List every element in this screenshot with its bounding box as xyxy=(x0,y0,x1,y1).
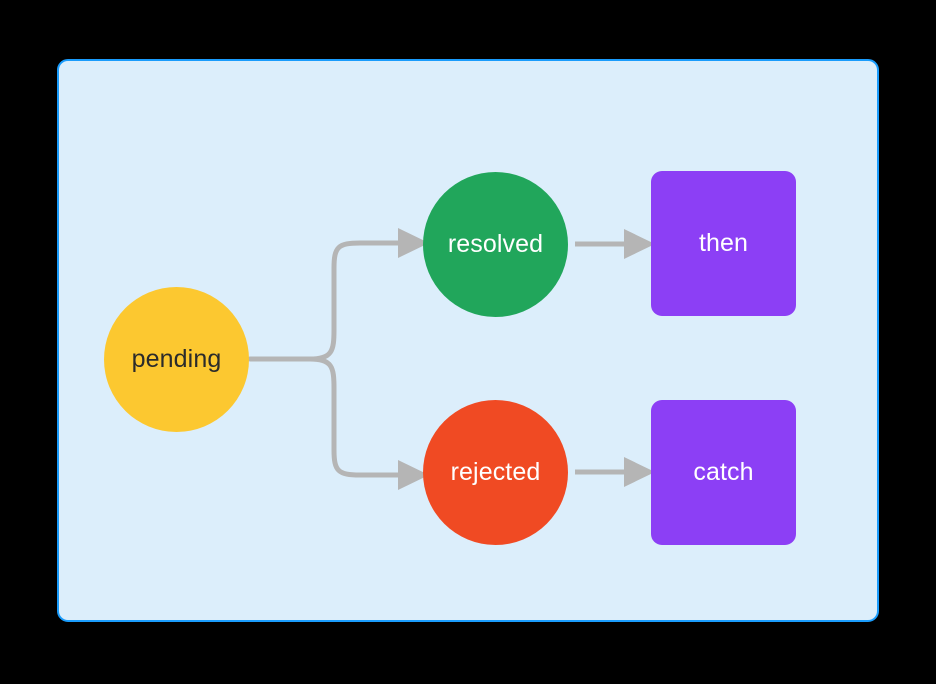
node-resolved[interactable]: resolved xyxy=(423,172,568,317)
node-rejected-label: rejected xyxy=(450,458,541,486)
node-resolved-label: resolved xyxy=(447,230,544,258)
node-then[interactable]: then xyxy=(651,171,796,316)
node-catch-label: catch xyxy=(693,458,754,486)
node-rejected[interactable]: rejected xyxy=(423,400,568,545)
node-catch[interactable]: catch xyxy=(651,400,796,545)
node-then-label: then xyxy=(698,229,749,257)
node-pending-label: pending xyxy=(131,345,222,373)
node-pending[interactable]: pending xyxy=(104,287,249,432)
